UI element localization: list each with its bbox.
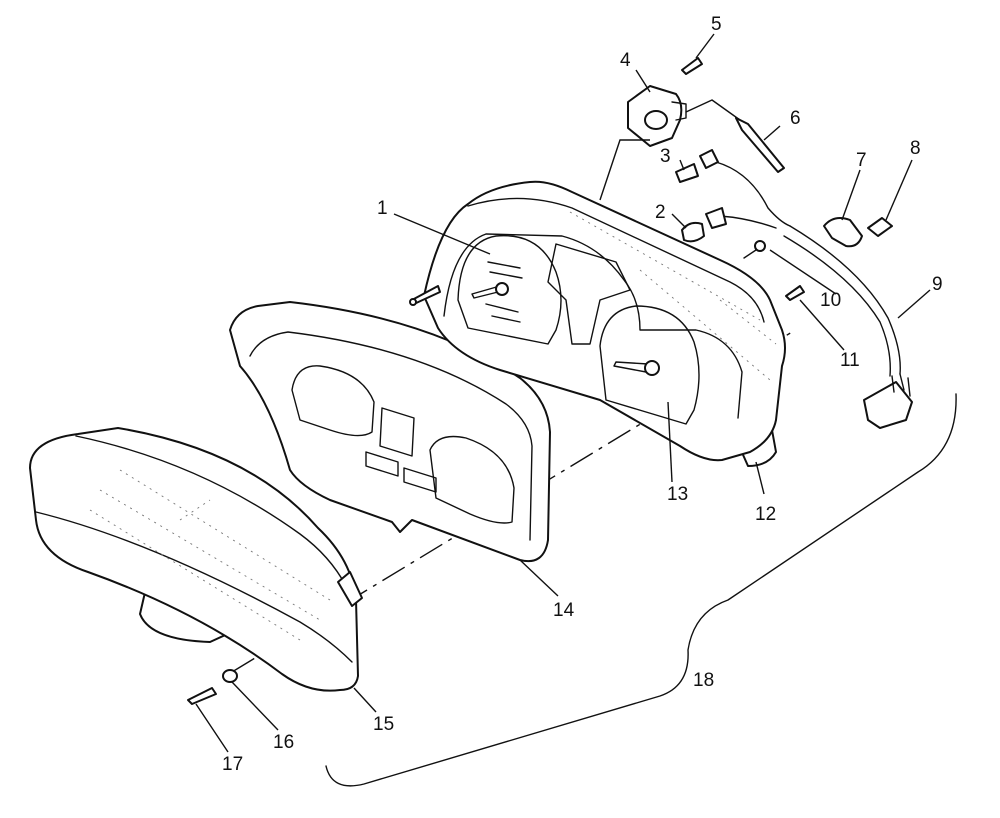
callout-11: 11 (840, 350, 860, 371)
cover-screw (187, 687, 217, 705)
sensor-cable (685, 99, 785, 173)
housing-shading (569, 211, 777, 381)
callout-3: 3 (660, 146, 671, 167)
outer-cover-edge (35, 511, 353, 663)
sensor-cable-wire (685, 99, 741, 121)
callout-6: 6 (790, 108, 801, 129)
bracket-bolt (867, 217, 893, 237)
meter-module-port (644, 110, 668, 130)
bulb-socket-upper (699, 149, 719, 169)
sensor-cable-rod (735, 117, 785, 173)
bracket-assembly (823, 217, 893, 248)
callout-1: 1 (377, 198, 388, 219)
housing-body (423, 180, 786, 462)
bezel-frame (229, 301, 551, 562)
wire-harness (743, 225, 913, 429)
callout-12: 12 (755, 504, 776, 525)
bezel-left-gauge-window (291, 365, 375, 437)
leader-lines (195, 33, 931, 753)
housing-face (443, 233, 743, 419)
right-gauge-hub (644, 360, 660, 376)
wire-harness-connector (863, 381, 913, 429)
left-gauge-hub (495, 282, 509, 296)
housing-right-gauge-face (599, 305, 700, 425)
callout-5: 5 (711, 14, 722, 35)
bulb-socket-lower (705, 207, 727, 229)
callout-13: 13 (667, 484, 688, 505)
housing-top-edge (467, 197, 765, 323)
callout-4: 4 (620, 50, 631, 71)
wire-harness-cable-b (783, 235, 891, 377)
meter-module-screw (681, 57, 703, 75)
callout-18: 18 (693, 670, 714, 691)
callout-8: 8 (910, 138, 921, 159)
bulb-lower (681, 221, 705, 243)
bezel-window-a (365, 451, 399, 477)
bezel-center-slot (379, 407, 415, 457)
wire-harness-connector-leads (891, 373, 911, 397)
callout-9: 9 (932, 274, 943, 295)
left-gauge-markings (485, 261, 523, 323)
meter-module (627, 57, 703, 147)
callout-16: 16 (273, 732, 294, 753)
group-bracket (325, 393, 957, 787)
bezel-inner-rim (249, 331, 533, 541)
bracket (823, 217, 863, 248)
housing-center-warning-panel (547, 243, 631, 345)
callout-15: 15 (373, 714, 394, 735)
ground-lead (743, 249, 757, 259)
bulb-harness (675, 149, 791, 243)
callout-17: 17 (222, 754, 243, 775)
outer-cover-top-ridge (75, 435, 347, 587)
callout-7: 7 (856, 150, 867, 171)
outer-cover-clip (337, 571, 363, 607)
small-screw (785, 285, 805, 301)
callout-2: 2 (655, 202, 666, 223)
callout-14: 14 (553, 600, 575, 621)
meter-module-gear (671, 101, 687, 121)
outer-cover-shading (89, 469, 331, 641)
housing-stud-end (409, 298, 417, 306)
outer-cover (29, 427, 363, 692)
instrument-housing (409, 180, 786, 467)
bezel-right-gauge-window (429, 435, 515, 524)
callout-labels: 1 2 3 4 5 6 7 8 9 10 11 12 13 14 15 16 1… (222, 14, 943, 775)
callout-10: 10 (820, 290, 841, 311)
bezel-window-b (403, 467, 437, 493)
wire-harness-cable-a (789, 225, 901, 375)
bulb-upper (675, 163, 699, 183)
washer (222, 669, 238, 683)
housing-left-gauge-face (457, 234, 562, 345)
ground-terminal (754, 240, 766, 252)
